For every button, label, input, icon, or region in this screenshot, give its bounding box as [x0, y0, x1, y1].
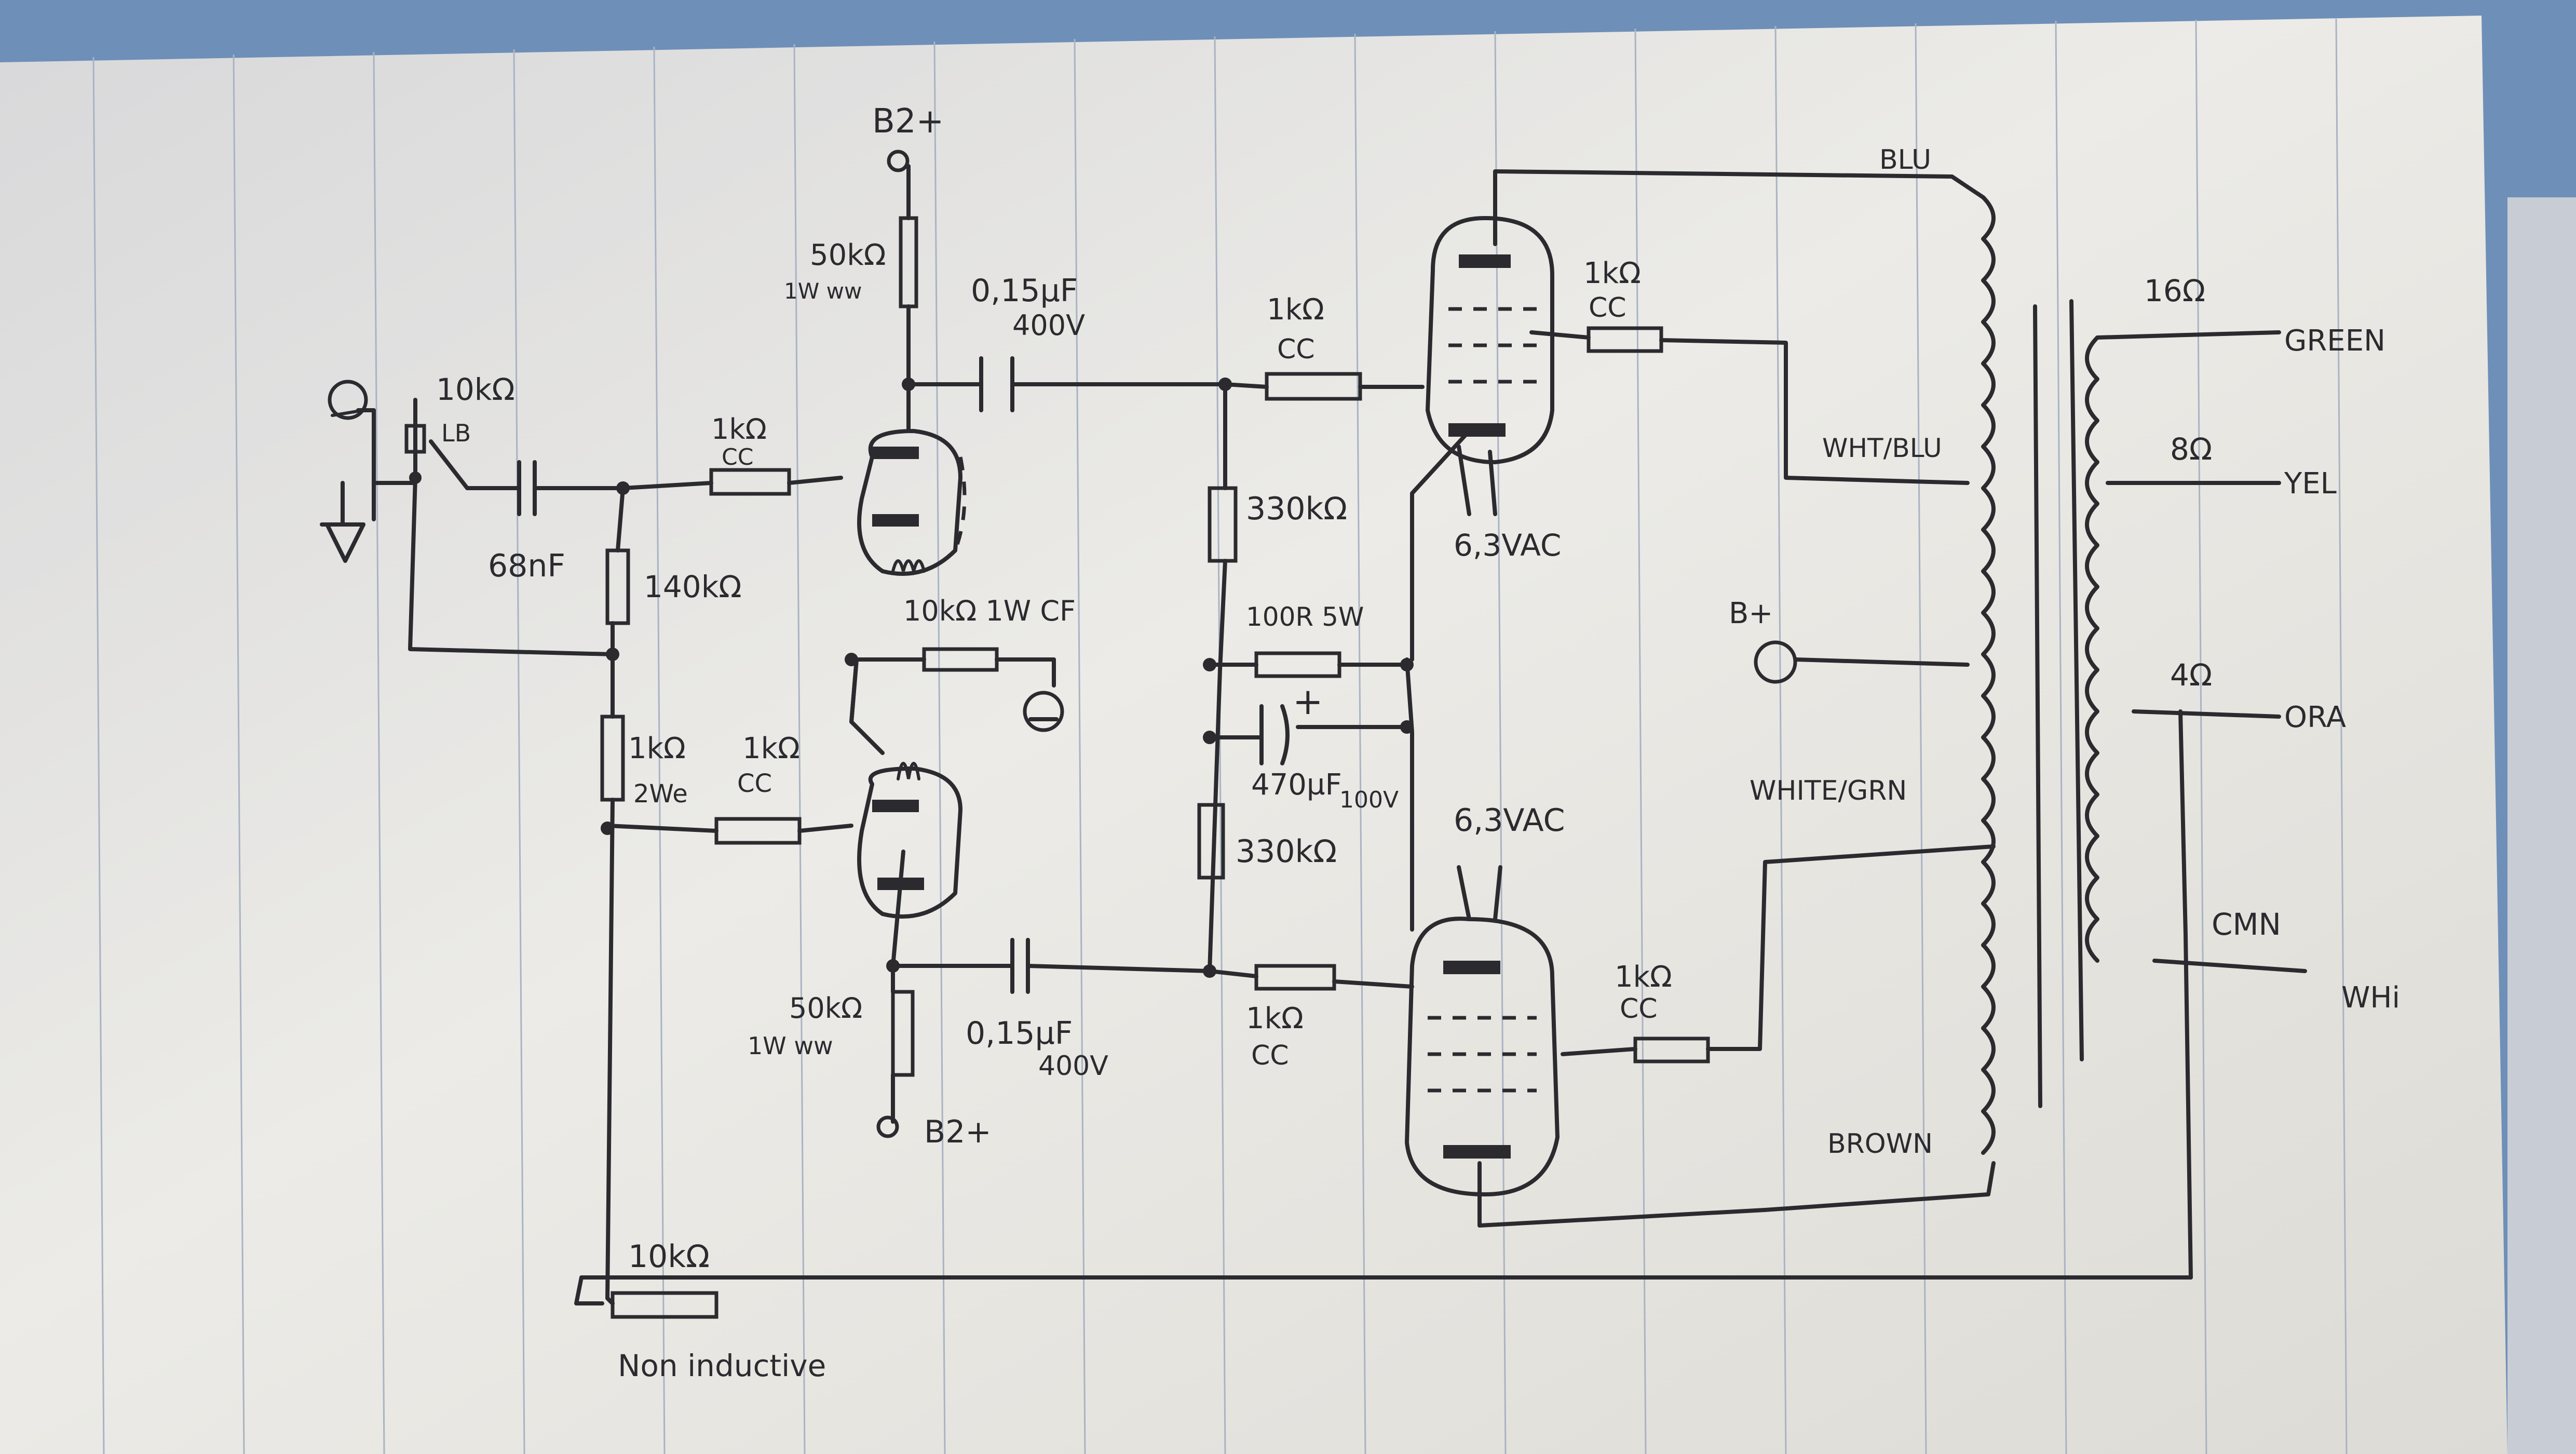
svg-text:+: +: [1293, 680, 1323, 723]
label-cap-input-value: 68nF: [488, 548, 565, 584]
label-r-plate-bottom-value: 50kΩ: [789, 992, 862, 1025]
b2-top-terminal: [887, 150, 910, 172]
label-r-screen-bottom-value: 1kΩ: [1615, 960, 1672, 994]
resistor-grid-leak: [605, 548, 630, 625]
label-cap-top-value: 0,15µF: [971, 273, 1078, 309]
paper-ruled-lines: [92, 18, 2348, 1454]
schematic-labels: B2+ 50kΩ 1W ww 0,15µF 400V 1kΩ CC 1kΩ CC…: [436, 102, 2400, 1383]
resistor-grid-top: [1265, 372, 1362, 401]
resistor-cathode: [1254, 651, 1341, 678]
label-wire-yel: YEL: [2284, 467, 2337, 501]
label-r-tail-value: 10kΩ 1W CF: [903, 595, 1076, 627]
input-jack-icon: [328, 380, 368, 420]
resistor-screen-bottom: [1633, 1036, 1710, 1063]
label-r-lower-grid-type: CC: [737, 769, 772, 798]
capacitors: +: [517, 356, 1323, 994]
b-plus-terminal: [1754, 640, 1797, 684]
label-wire-blu: BLU: [1879, 144, 1931, 176]
label-r-lower-grid-value: 1kΩ: [742, 732, 800, 765]
resistor-lower-grid: [714, 817, 802, 845]
label-r-screen-top-type: CC: [1589, 292, 1626, 324]
tail-ground-symbol-icon: [1023, 657, 1064, 732]
label-r-screen-bottom-type: CC: [1620, 993, 1658, 1025]
pot-input: [404, 424, 426, 454]
label-r-feedback-value: 10kΩ: [628, 1238, 710, 1275]
junction-dots: [409, 378, 1414, 978]
label-tap-4: 4Ω: [2170, 657, 2212, 693]
label-r-grid-bottom-type: CC: [1251, 1040, 1289, 1071]
label-b-plus: B+: [1729, 597, 1773, 630]
resistor-tail: [922, 647, 999, 672]
resistor-bias-bottom: [1197, 803, 1225, 880]
label-r-screen-top-value: 1kΩ: [1583, 257, 1641, 290]
resistors: [404, 216, 1710, 1319]
notebook-paper: [0, 16, 2507, 1454]
label-r-cathode-value: 100R 5W: [1246, 602, 1364, 632]
label-heater-top: 6,3VAC: [1454, 528, 1561, 563]
label-r-input-grid-type: CC: [722, 444, 753, 470]
label-pot-taper: LB: [441, 419, 471, 447]
label-r-grid-bottom-value: 1kΩ: [1246, 1002, 1304, 1035]
label-r-bias-top-value: 330kΩ: [1246, 491, 1347, 527]
resistor-feedback: [611, 1291, 718, 1319]
label-pot-value: 10kΩ: [436, 372, 515, 407]
label-r-plate-bottom-rating: 1W ww: [748, 1032, 833, 1060]
label-tap-8: 8Ω: [2170, 432, 2212, 467]
label-r-plate-top-value: 50kΩ: [810, 238, 886, 272]
resistor-plate-top: [899, 216, 918, 308]
label-cap-top-voltage: 400V: [1012, 309, 1085, 342]
resistor-plate-bottom: [891, 990, 915, 1077]
label-b2-top: B2+: [872, 102, 944, 141]
capacitor-coupling-top: [979, 356, 1014, 412]
label-wire-wht-blu: WHT/BLU: [1822, 433, 1942, 463]
tube-power-bottom: [1405, 917, 1560, 1196]
label-tap-16: 16Ω: [2144, 273, 2205, 308]
label-r-grid-top-type: CC: [1277, 334, 1315, 365]
label-r-feedback-note: Non inductive: [618, 1348, 826, 1383]
tube-power-top: [1426, 216, 1554, 464]
label-r-plate-top-rating: 1W ww: [784, 278, 862, 304]
label-r-grid-leak-value: 140kΩ: [644, 569, 742, 604]
resistor-input-grid: [709, 468, 791, 496]
label-wire-brown: BROWN: [1827, 1128, 1933, 1160]
label-wire-ora: ORA: [2284, 701, 2346, 734]
capacitor-coupling-bottom: [1010, 938, 1030, 994]
label-wire-green: GREEN: [2284, 324, 2385, 358]
resistor-grid-bottom: [1254, 964, 1336, 991]
resistor-screen-top: [1587, 326, 1663, 353]
label-r-grid-top-value: 1kΩ: [1267, 293, 1324, 327]
b2-bottom-terminal: [876, 1115, 899, 1138]
label-r-fb-small-value: 1kΩ: [628, 732, 686, 765]
ground-symbol-icon: [325, 522, 365, 563]
output-transformer: [1981, 195, 2307, 1280]
label-wire-whi: WHi: [2341, 981, 2400, 1015]
resistor-bias-top: [1208, 486, 1238, 563]
label-cap-bottom-voltage: 400V: [1038, 1051, 1108, 1082]
capacitor-cathode: +: [1259, 680, 1323, 765]
label-r-input-grid-value: 1kΩ: [711, 413, 767, 446]
label-b2-bottom: B2+: [924, 1114, 992, 1150]
label-wire-white-grn: WHITE/GRN: [1750, 775, 1907, 806]
label-cap-cathode-value: 470µF: [1251, 768, 1342, 802]
label-r-bias-bottom-value: 330kΩ: [1236, 833, 1337, 870]
resistor-fb-small: [600, 715, 625, 802]
tube-preamp-bottom: [857, 762, 962, 919]
capacitor-input: [517, 460, 537, 516]
label-tap-cmn: CMN: [2212, 907, 2281, 942]
label-cap-cathode-voltage: 100V: [1339, 787, 1399, 813]
label-r-fb-small-type: 2We: [633, 779, 688, 809]
label-cap-bottom-value: 0,15µF: [966, 1015, 1073, 1052]
desk-edge: [2507, 197, 2576, 1454]
label-heater-bottom: 6,3VAC: [1454, 802, 1565, 839]
tube-preamp-top: [857, 429, 967, 576]
